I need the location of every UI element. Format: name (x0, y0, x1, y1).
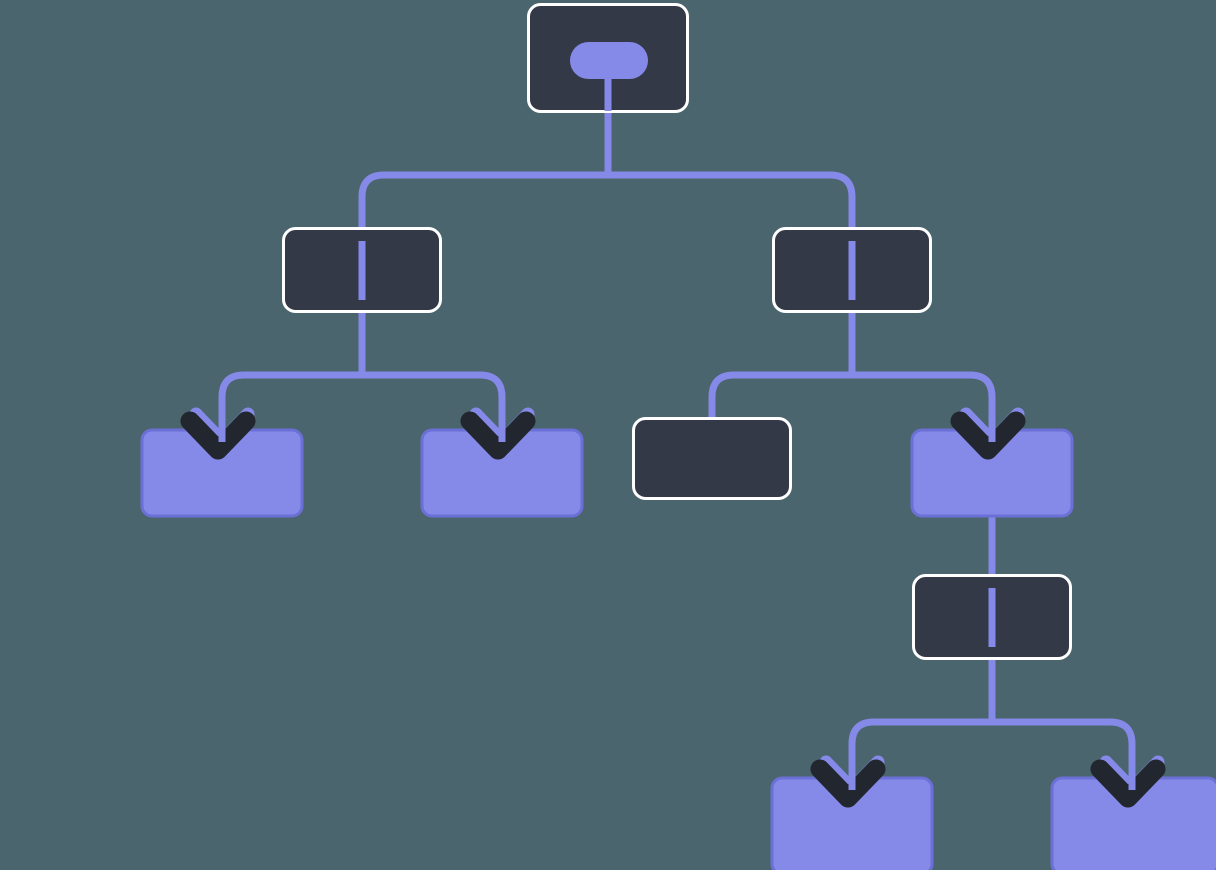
node-n6[interactable] (632, 417, 792, 500)
edge-n1-n3 (608, 171, 856, 318)
edge-n8-n9 (848, 718, 992, 788)
edge-n3-n6 (708, 371, 852, 420)
node-n8-line-icon (988, 588, 996, 647)
arrowhead-n9-dark-chevron (810, 759, 886, 808)
arrowhead-n4-dark-chevron (180, 411, 256, 460)
arrowhead-n7-dark-chevron (950, 411, 1026, 460)
edge-n1-n2 (358, 171, 608, 318)
node-n3-line-icon (848, 241, 856, 300)
node-n2-line-icon (358, 241, 366, 300)
edge-n3-n7 (852, 371, 996, 440)
arrowhead-n5-dark-chevron (460, 411, 536, 460)
dark-node-layer (282, 3, 1072, 660)
arrowhead-n10-dark-chevron (1090, 759, 1166, 808)
edge-n2-n5 (362, 371, 506, 440)
edge-n2-n4 (218, 371, 362, 440)
node-n1-stem-icon (604, 60, 612, 111)
arrow-tip-layer (218, 400, 1136, 790)
edge-n8-n10 (992, 718, 1136, 788)
